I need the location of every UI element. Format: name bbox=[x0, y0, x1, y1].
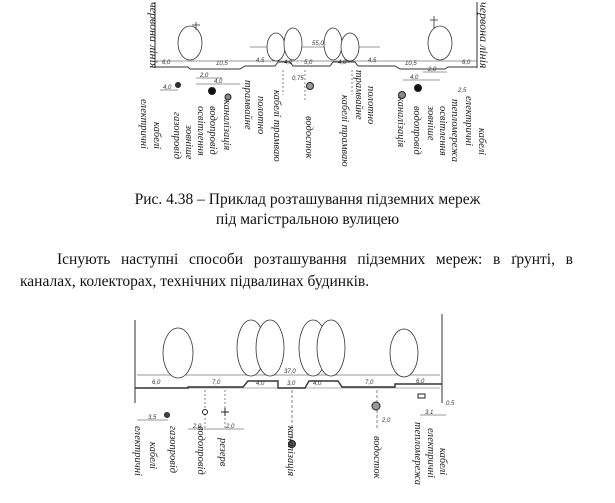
network-label: водопровід bbox=[411, 106, 422, 155]
network-label: водопровід bbox=[195, 426, 206, 475]
dimension-values: 6,0 10,5 4,5 4,0 5,0 55,0 4,0 4,5 10,5 6… bbox=[162, 41, 471, 94]
network-label: каналізація bbox=[285, 426, 296, 476]
network-label: кабелі bbox=[476, 128, 487, 155]
ground-profile bbox=[155, 61, 477, 70]
dimension-value: 37,0 bbox=[284, 369, 296, 375]
figure-1-street-cross-section: 6,0 10,5 4,5 4,0 5,0 55,0 4,0 4,5 10,5 6… bbox=[138, 2, 491, 167]
network-label: електричні bbox=[132, 426, 143, 476]
dimension-value: 3,0 bbox=[287, 381, 296, 387]
paragraph-line-1: Існують наступні способи розташування пі… bbox=[57, 251, 573, 268]
network-label: кабелі bbox=[151, 122, 162, 149]
dimension-value: 4,0 bbox=[410, 75, 419, 81]
dimension-value: 2,0 bbox=[427, 67, 437, 73]
network-label: газопровід bbox=[167, 426, 178, 473]
dimension-value: 6,0 bbox=[416, 379, 425, 385]
network-label: трамвайне bbox=[353, 70, 364, 120]
dimension-value: 0,5 bbox=[446, 401, 455, 407]
network-label: кабелі трамваю bbox=[339, 95, 350, 167]
dimension-value: 4,0 bbox=[214, 79, 223, 85]
red-line-label-left: червона лінія bbox=[147, 2, 161, 69]
network-label: водопровід bbox=[207, 106, 218, 155]
red-line-label-right: червона лінія bbox=[477, 2, 491, 69]
dimension-value: 2,0 bbox=[225, 424, 235, 430]
dimension-value: 2,5 bbox=[457, 88, 467, 94]
network-label: тепломережа bbox=[412, 422, 423, 485]
dimension-value: 6,0 bbox=[162, 60, 171, 66]
network-label: полотно bbox=[255, 96, 266, 134]
dimension-value: 6,0 bbox=[152, 380, 161, 386]
utility-pipes bbox=[164, 393, 426, 448]
network-label: електричні bbox=[463, 96, 474, 146]
dimension-value: 0,75 bbox=[292, 76, 304, 82]
network-label: кабелі трамваю bbox=[271, 90, 282, 162]
network-label: каналізація bbox=[221, 100, 232, 150]
dimension-value: 4,0 bbox=[284, 60, 293, 66]
network-label: освітлення bbox=[195, 106, 206, 156]
network-label: зовніше bbox=[425, 105, 436, 141]
network-label: резерв bbox=[217, 437, 228, 467]
network-labels: електричні кабелі газопровід зовніше осв… bbox=[138, 70, 487, 167]
caption-line-1: Рис. 4.38 – Приклад розташування підземн… bbox=[134, 191, 481, 208]
dimension-value: 55,0 bbox=[312, 41, 324, 47]
utility-pipes bbox=[175, 82, 422, 101]
network-label: тепломережа bbox=[449, 99, 460, 162]
dimension-value: 4,5 bbox=[368, 58, 377, 64]
dimension-value: 6,0 bbox=[462, 60, 471, 66]
trees bbox=[177, 16, 453, 62]
dimension-value: 4,5 bbox=[256, 58, 265, 64]
paragraph-line-2: каналах, колекторах, технічних підвалина… bbox=[20, 273, 370, 290]
trees bbox=[162, 319, 419, 379]
dimension-value: 4,0 bbox=[256, 381, 265, 387]
network-label: трамвайне bbox=[242, 80, 253, 130]
dimension-value: 2,0 bbox=[381, 418, 391, 424]
dimension-value: 7,0 bbox=[212, 380, 221, 386]
network-label: кабелі bbox=[437, 448, 448, 475]
dimension-value: 3,1 bbox=[425, 410, 433, 416]
dimension-value: 3,5 bbox=[148, 415, 157, 421]
network-label: електричні bbox=[138, 99, 149, 149]
network-label: полотно bbox=[365, 86, 376, 124]
network-label: електричні bbox=[425, 428, 436, 478]
dimension-value: 10,5 bbox=[405, 61, 417, 67]
dimension-value: 2,0 bbox=[192, 424, 202, 430]
dimension-value: 2,0 bbox=[199, 73, 209, 79]
body-paragraph: Існують наступні способи розташування пі… bbox=[20, 249, 573, 293]
dimension-value: 4,0 bbox=[163, 85, 172, 91]
dimension-value: 4,0 bbox=[313, 381, 322, 387]
dimension-value: 7,0 bbox=[365, 380, 374, 386]
network-label: водосток bbox=[303, 116, 314, 159]
figure-caption: Рис. 4.38 – Приклад розташування підземн… bbox=[0, 190, 615, 230]
network-label: кабелі bbox=[147, 442, 158, 469]
network-label: газопровід bbox=[171, 112, 182, 159]
network-label: освітлення bbox=[437, 106, 448, 156]
dimension-values: 37,0 6,0 7,0 4,0 3,0 4,0 7,0 6,0 3,5 2,0… bbox=[148, 369, 455, 430]
caption-line-2: під магістральною вулицею bbox=[215, 211, 400, 228]
dimension-value: 4,0 bbox=[338, 60, 347, 66]
network-labels: електричні кабелі газопровід водопровід … bbox=[132, 422, 448, 485]
dimension-value: 5,0 bbox=[304, 60, 313, 66]
dimension-value: 10,5 bbox=[216, 61, 228, 67]
network-label: зовніше bbox=[183, 124, 194, 160]
network-label: водосток bbox=[371, 436, 382, 479]
network-label: каналізація bbox=[395, 97, 406, 147]
figure-2-street-cross-section: 37,0 6,0 7,0 4,0 3,0 4,0 7,0 6,0 3,5 2,0… bbox=[132, 314, 455, 485]
